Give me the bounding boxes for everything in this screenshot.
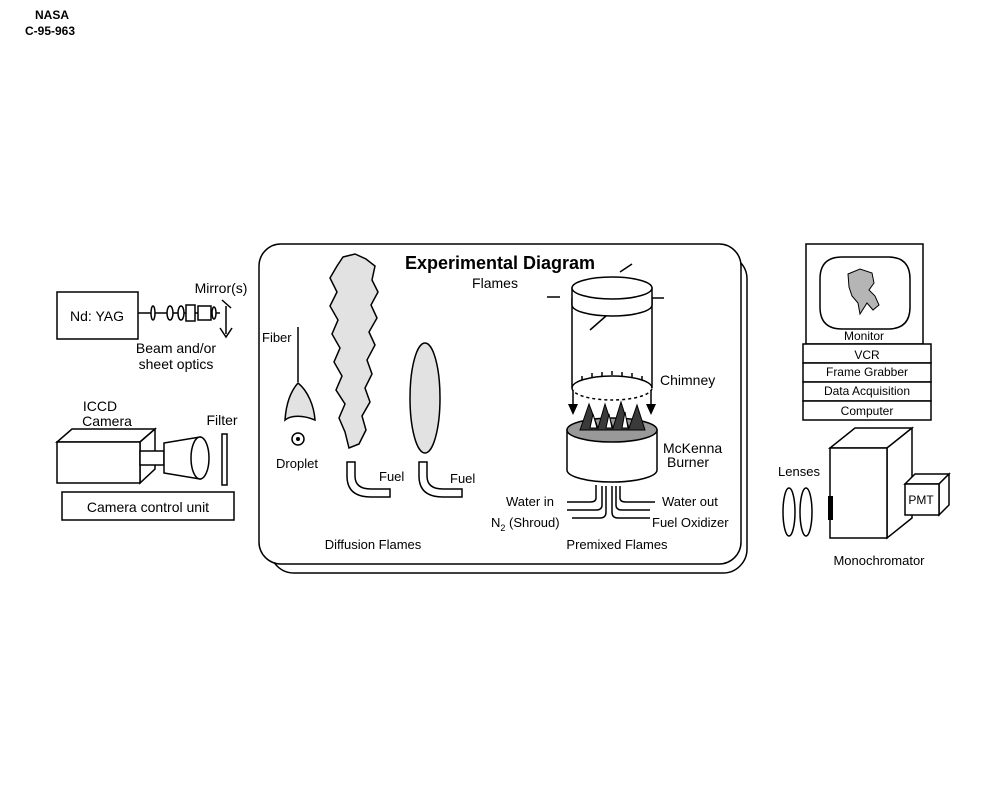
fuel-tube-2-icon: [418, 461, 463, 498]
nd-yag-box: [56, 291, 139, 340]
pmt-icon: [903, 472, 951, 517]
fuel-label-1: Fuel: [379, 469, 404, 484]
mckenna-burner-icon: [566, 400, 658, 483]
burner-tubes-icon: [567, 485, 655, 519]
water-in-label: Water in: [506, 494, 554, 509]
acquisition-section: Monitor VCR Frame Grabber Data Acquisiti…: [802, 243, 932, 421]
vcr-label: VCR: [854, 348, 880, 362]
laser-section: Nd: YAG Mirror(s) Beam and/or sheet opti…: [56, 280, 248, 372]
chimney-label: Chimney: [660, 372, 715, 388]
mirror-icon: [219, 299, 233, 339]
agency-label: NASA: [35, 8, 69, 22]
burner-label-2: Burner: [667, 454, 709, 470]
camera-label-1: ICCD: [83, 398, 117, 414]
lens-1-icon: [782, 487, 796, 537]
camera-control-unit-box: [61, 491, 235, 521]
iccd-camera-icon: [54, 427, 210, 485]
fuel-oxidizer-label: Fuel Oxidizer: [652, 515, 729, 530]
camera-label-2: Camera: [82, 413, 132, 429]
chimney-icon: [547, 263, 664, 415]
monochromator-label: Monochromator: [833, 553, 925, 568]
filter-label: Filter: [206, 412, 237, 428]
laminar-flame-icon: [409, 342, 441, 454]
detection-section: Lenses PMT Monochromator: [778, 426, 951, 568]
fuel-tube-1-icon: [346, 461, 391, 498]
monochromator-icon: [827, 426, 915, 540]
camera-control-unit-label: Camera control unit: [87, 499, 209, 515]
droplet-flame-icon: [284, 381, 316, 422]
pmt-label: PMT: [908, 493, 934, 507]
optics-label-1: Beam and/or: [136, 340, 216, 356]
burner-label-1: McKenna: [663, 440, 722, 456]
jet-flame-icon: [329, 253, 379, 450]
filter-icon: [221, 433, 228, 486]
monitor-label: Monitor: [844, 329, 884, 343]
fiber-label: Fiber: [262, 330, 292, 345]
lens-2-icon: [799, 487, 813, 537]
mirror-label: Mirror(s): [195, 280, 248, 296]
frame-grabber-label: Frame Grabber: [826, 365, 908, 379]
diagram-title: Experimental Diagram: [405, 253, 595, 273]
diffusion-caption: Diffusion Flames: [325, 537, 422, 552]
droplet-label: Droplet: [276, 456, 318, 471]
diagram-subtitle: Flames: [472, 275, 518, 291]
optics-label-2: sheet optics: [139, 356, 214, 372]
n2-shroud-label: N2 (Shroud): [491, 515, 560, 533]
photo-number: C-95-963: [25, 24, 75, 38]
lenses-label: Lenses: [778, 464, 820, 479]
flame-image-icon: [847, 268, 880, 316]
computer-label: Computer: [841, 404, 894, 418]
flames-panel: Experimental Diagram Flames Fiber Drople…: [258, 243, 748, 574]
camera-section: ICCD Camera Filter Camera control unit: [54, 398, 238, 521]
nd-yag-label: Nd: YAG: [70, 308, 124, 324]
fuel-label-2: Fuel: [450, 471, 475, 486]
water-out-label: Water out: [662, 494, 718, 509]
beam-optics-icon: [150, 304, 217, 322]
data-acquisition-label: Data Acquisition: [824, 384, 910, 398]
premixed-caption: Premixed Flames: [566, 537, 668, 552]
